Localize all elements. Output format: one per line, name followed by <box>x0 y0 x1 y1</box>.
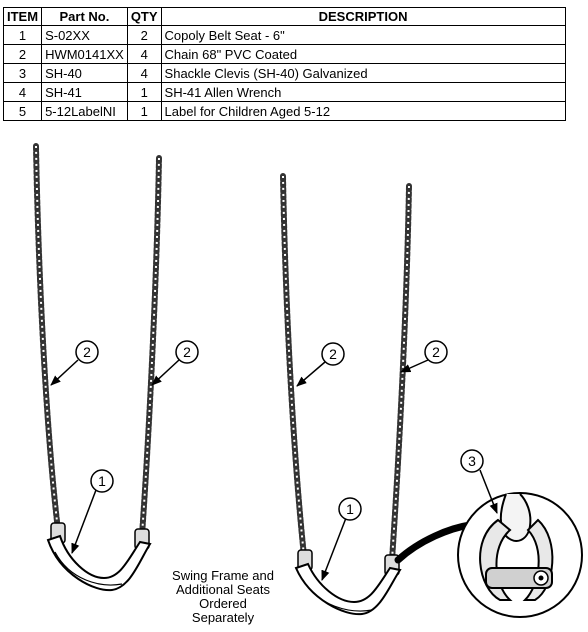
cell-description: Shackle Clevis (SH-40) Galvanized <box>160 63 566 83</box>
order-note: Swing Frame and Additional Seats Ordered… <box>158 569 288 625</box>
callout-number: 2 <box>329 346 337 362</box>
chain-a-right <box>139 155 162 538</box>
cell-item: 4 <box>2 82 43 102</box>
order-note-line: Separately <box>191 610 255 625</box>
cell-part-no: SH-41 <box>41 82 128 102</box>
chain-a-left <box>33 143 61 533</box>
callout-shackle-detail: 3 <box>460 449 484 473</box>
table-header-row: ITEM Part No. QTY DESCRIPTION <box>2 7 566 26</box>
callout-chain-b-right: 2 <box>424 340 448 364</box>
callout-leaders <box>50 359 498 581</box>
belt-seat-a <box>46 534 152 592</box>
swing-b <box>280 173 412 616</box>
swing-a <box>33 143 162 592</box>
order-note-line: Ordered <box>199 596 247 611</box>
belt-seat-b <box>294 562 402 616</box>
cell-part-no: SH-40 <box>41 63 128 83</box>
order-note-line: Swing Frame and <box>172 568 274 583</box>
callout-seat-b: 1 <box>338 497 362 521</box>
callout-number: 2 <box>432 344 440 360</box>
cell-item: 5 <box>2 101 43 121</box>
cell-description: SH-41 Allen Wrench <box>160 82 566 102</box>
chain-b-right <box>389 183 412 563</box>
table-row: 4 SH-41 1 SH-41 Allen Wrench <box>2 82 566 102</box>
table-row: 3 SH-40 4 Shackle Clevis (SH-40) Galvani… <box>2 63 566 83</box>
callout-number: 2 <box>183 344 191 360</box>
callout-chain-a-left: 2 <box>75 340 99 364</box>
callout-number: 3 <box>468 453 476 469</box>
shackle-detail-view <box>394 492 583 618</box>
callout-seat-a: 1 <box>90 469 114 493</box>
chain-b-left <box>280 173 307 559</box>
parts-table: ITEM Part No. QTY DESCRIPTION 1 S-02XX 2… <box>2 7 566 121</box>
order-note-line: Additional Seats <box>176 582 270 597</box>
callout-number: 2 <box>83 344 91 360</box>
cell-description: Label for Children Aged 5-12 <box>160 101 566 121</box>
callout-number: 1 <box>98 473 106 489</box>
callout-number: 1 <box>346 501 354 517</box>
table-row: 5 5-12LabelNI 1 Label for Children Aged … <box>2 101 566 121</box>
cell-part-no: 5-12LabelNI <box>41 101 128 121</box>
callout-chain-b-left: 2 <box>321 342 345 366</box>
callout-chain-a-right: 2 <box>175 340 199 364</box>
cell-qty: 1 <box>126 101 162 121</box>
